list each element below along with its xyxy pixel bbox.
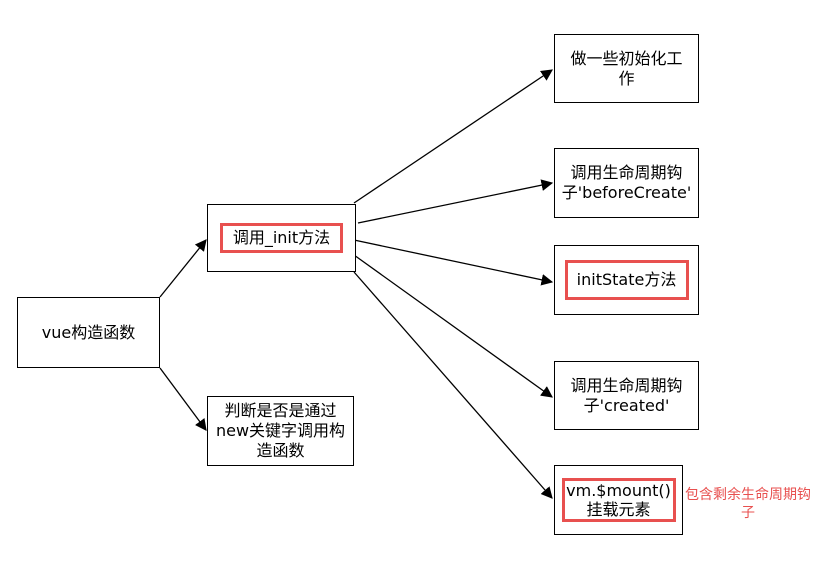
created-label: 调用生命周期钩子'created' <box>570 375 683 415</box>
init-state-label: initState方法 <box>576 270 677 289</box>
vue-constructor-label: vue构造函数 <box>41 322 136 342</box>
init-call-node: 调用_init方法 <box>207 204 356 272</box>
init-state-node: initState方法 <box>554 245 699 315</box>
init-work-node: 做一些初始化工作 <box>554 34 699 103</box>
new-check-label: 判断是否是通过new关键字调用构造函数 <box>215 401 346 460</box>
mount-node: vm.$mount()挂载元素 <box>554 465 683 535</box>
vue-constructor-node: vue构造函数 <box>17 297 160 368</box>
init-work-label: 做一些初始化工作 <box>570 48 683 88</box>
before-create-node: 调用生命周期钩子'beforeCreate' <box>554 148 699 218</box>
init-state-highlight: initState方法 <box>564 260 689 300</box>
before-create-label: 调用生命周期钩子'beforeCreate' <box>561 163 692 202</box>
remaining-hooks-note: 包含剩余生命周期钩子 <box>683 486 813 522</box>
arrow-init-to-created <box>353 254 553 398</box>
arrow-init-to-before-create <box>357 179 554 224</box>
arrow-constructor-to-new-check <box>159 367 207 431</box>
arrow-init-to-init-work <box>353 69 553 204</box>
remaining-hooks-note-text: 包含剩余生命周期钩子 <box>685 487 811 521</box>
arrow-init-to-mount <box>353 271 553 499</box>
init-call-label: 调用_init方法 <box>232 228 331 247</box>
new-check-node: 判断是否是通过new关键字调用构造函数 <box>207 396 354 466</box>
created-node: 调用生命周期钩子'created' <box>554 361 699 430</box>
arrow-constructor-to-init <box>159 239 207 298</box>
arrow-init-to-init-state <box>353 239 554 286</box>
mount-highlight: vm.$mount()挂载元素 <box>561 478 676 522</box>
init-call-highlight: 调用_init方法 <box>220 223 343 253</box>
mount-label: vm.$mount()挂载元素 <box>566 481 671 519</box>
